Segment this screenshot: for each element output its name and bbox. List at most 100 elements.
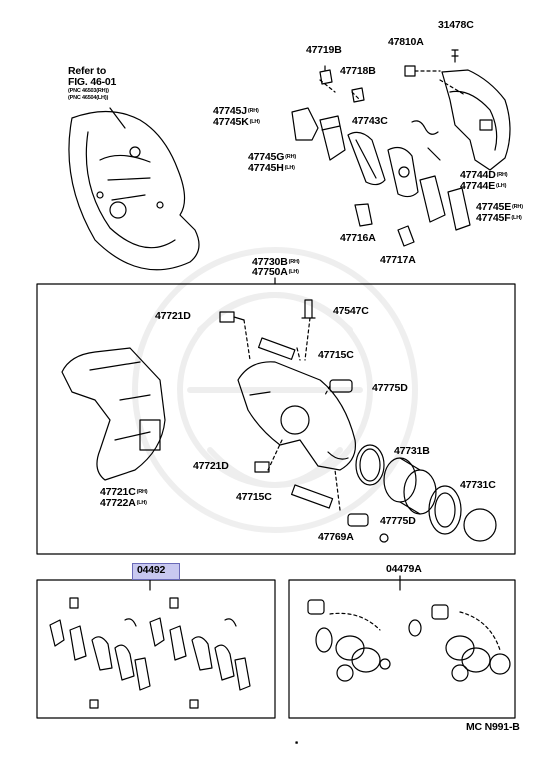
- figure-footer: MC N991-B: [466, 721, 520, 733]
- caliper-mounting-bracket: [61, 347, 166, 481]
- part-47745K[interactable]: 47745K(LH): [213, 117, 260, 128]
- part-47775D-bottom[interactable]: 47775D: [380, 515, 416, 527]
- seal-kit-box: [288, 579, 516, 719]
- part-47750A-number: 47750A: [252, 266, 288, 278]
- part-47721C-side: (RH): [136, 489, 148, 495]
- part-47722A-number: 47722A: [100, 497, 136, 509]
- part-47730B[interactable]: 47730B(RH): [252, 256, 300, 268]
- refer-leader: [109, 107, 126, 129]
- part-47745J-number: 47745J: [213, 105, 247, 117]
- refer-line1: Refer to: [68, 65, 107, 77]
- part-47745J-side: (RH): [247, 108, 259, 114]
- part-47745E[interactable]: 47745E(RH): [476, 202, 523, 213]
- part-47722A-side: (LH): [136, 500, 147, 506]
- part-47745K-number: 47745K: [213, 116, 249, 128]
- part-47730B-number: 47730B: [252, 256, 288, 268]
- kit-leaders: [149, 575, 401, 591]
- pad-left: [347, 131, 386, 186]
- part-47745G-side: (RH): [285, 154, 296, 160]
- clip-47717A: [397, 225, 415, 247]
- clip-47718B: [351, 87, 365, 103]
- caliper-assembly-box: [36, 283, 516, 555]
- refer-line2: FIG. 46-01: [68, 76, 117, 88]
- part-47730B-side: (RH): [288, 259, 300, 265]
- part-47721C-number: 47721C: [100, 486, 136, 498]
- part-47721D-bottom[interactable]: 47721D: [193, 460, 229, 472]
- part-47715C-bottom[interactable]: 47715C: [236, 491, 272, 503]
- part-47745F-number: 47745F: [476, 212, 511, 224]
- part-47731B[interactable]: 47731B: [394, 445, 430, 457]
- piston: [383, 457, 437, 515]
- bolt-47721D-top: [219, 311, 245, 323]
- watermark-seal: [132, 247, 418, 533]
- part-47745H-side: (LH): [284, 165, 295, 171]
- pad-right: [387, 146, 419, 198]
- seal-47731B: [355, 444, 385, 486]
- part-47750A[interactable]: 47750A(LH): [252, 267, 299, 278]
- bleeder-47547C: [301, 299, 316, 319]
- part-04492[interactable]: 04492: [137, 564, 166, 576]
- refer-pnc2: (PNC 46504(LH)): [68, 95, 109, 101]
- upper-caliper-bracket: [441, 49, 511, 171]
- part-47745H-number: 47745H: [248, 162, 284, 174]
- upper-dashed-guides: [319, 79, 466, 101]
- part-47717A[interactable]: 47717A: [380, 254, 416, 266]
- part-47750A-side: (LH): [288, 269, 299, 275]
- part-47744D[interactable]: 47744D(RH): [460, 169, 508, 181]
- part-47769A[interactable]: 47769A: [318, 531, 354, 543]
- part-47745E-number: 47745E: [476, 201, 512, 213]
- part-47744E[interactable]: 47744E(LH): [460, 181, 506, 192]
- part-31478C[interactable]: 31478C: [438, 19, 474, 31]
- part-47745H[interactable]: 47745H(LH): [248, 163, 295, 174]
- pad-kit-parts: [49, 597, 251, 709]
- part-47721D-top[interactable]: 47721D: [155, 310, 191, 322]
- part-47721C[interactable]: 47721C(RH): [100, 486, 148, 498]
- shim-47744D: [419, 175, 446, 223]
- part-47745G-number: 47745G: [248, 151, 285, 163]
- cap-47769A: [379, 533, 389, 543]
- part-47722A[interactable]: 47722A(LH): [100, 498, 147, 509]
- part-47744D-number: 47744D: [460, 169, 496, 181]
- seal-kit-parts: [307, 599, 511, 682]
- boot-47731C: [428, 485, 497, 542]
- part-47775D-top[interactable]: 47775D: [372, 382, 408, 394]
- part-47547C[interactable]: 47547C: [333, 305, 369, 317]
- pin-47715C-top: [257, 337, 296, 360]
- bolt-47721D-bottom: [254, 461, 270, 473]
- part-47718B[interactable]: 47718B: [340, 65, 376, 77]
- refer-note: Refer to FIG. 46-01 (PNC 46503(RH)) (PNC…: [68, 66, 116, 102]
- part-47745K-side: (LH): [249, 119, 260, 125]
- dot-mark: [295, 741, 298, 744]
- pad-kit-box: [36, 579, 276, 719]
- pin-47715C-bottom: [290, 484, 334, 509]
- part-47745F-side: (LH): [511, 215, 522, 221]
- part-47745E-side: (RH): [512, 204, 523, 210]
- part-47744E-side: (LH): [496, 183, 507, 189]
- part-04479A[interactable]: 04479A: [386, 563, 422, 575]
- part-47744E-number: 47744E: [460, 180, 496, 192]
- bolt-47810A: [404, 65, 441, 77]
- part-47731C[interactable]: 47731C: [460, 479, 496, 491]
- shim-47745E: [447, 187, 471, 231]
- part-47743C[interactable]: 47743C: [352, 115, 388, 127]
- part-47745F[interactable]: 47745F(LH): [476, 213, 522, 224]
- shim-47745J: [291, 107, 319, 141]
- clip-47716A: [354, 203, 373, 227]
- shim-47745G: [319, 115, 346, 161]
- boot-47775D-bottom: [347, 513, 369, 527]
- part-47716A[interactable]: 47716A: [340, 232, 376, 244]
- caliper-body: [237, 361, 357, 471]
- part-47745G[interactable]: 47745G(RH): [248, 152, 296, 163]
- part-47744D-side: (RH): [496, 172, 508, 178]
- part-47810A[interactable]: 47810A: [388, 36, 424, 48]
- backing-plate: [68, 110, 200, 271]
- part-47715C-top[interactable]: 47715C: [318, 349, 354, 361]
- refer-pnc1: (PNC 46503(RH)): [68, 88, 109, 94]
- main-dashed-guides: [243, 317, 341, 511]
- part-47745J[interactable]: 47745J(RH): [213, 106, 259, 117]
- spring-47743C: [411, 120, 441, 161]
- part-47719B[interactable]: 47719B: [306, 44, 342, 56]
- part-04492-highlight[interactable]: [132, 563, 180, 580]
